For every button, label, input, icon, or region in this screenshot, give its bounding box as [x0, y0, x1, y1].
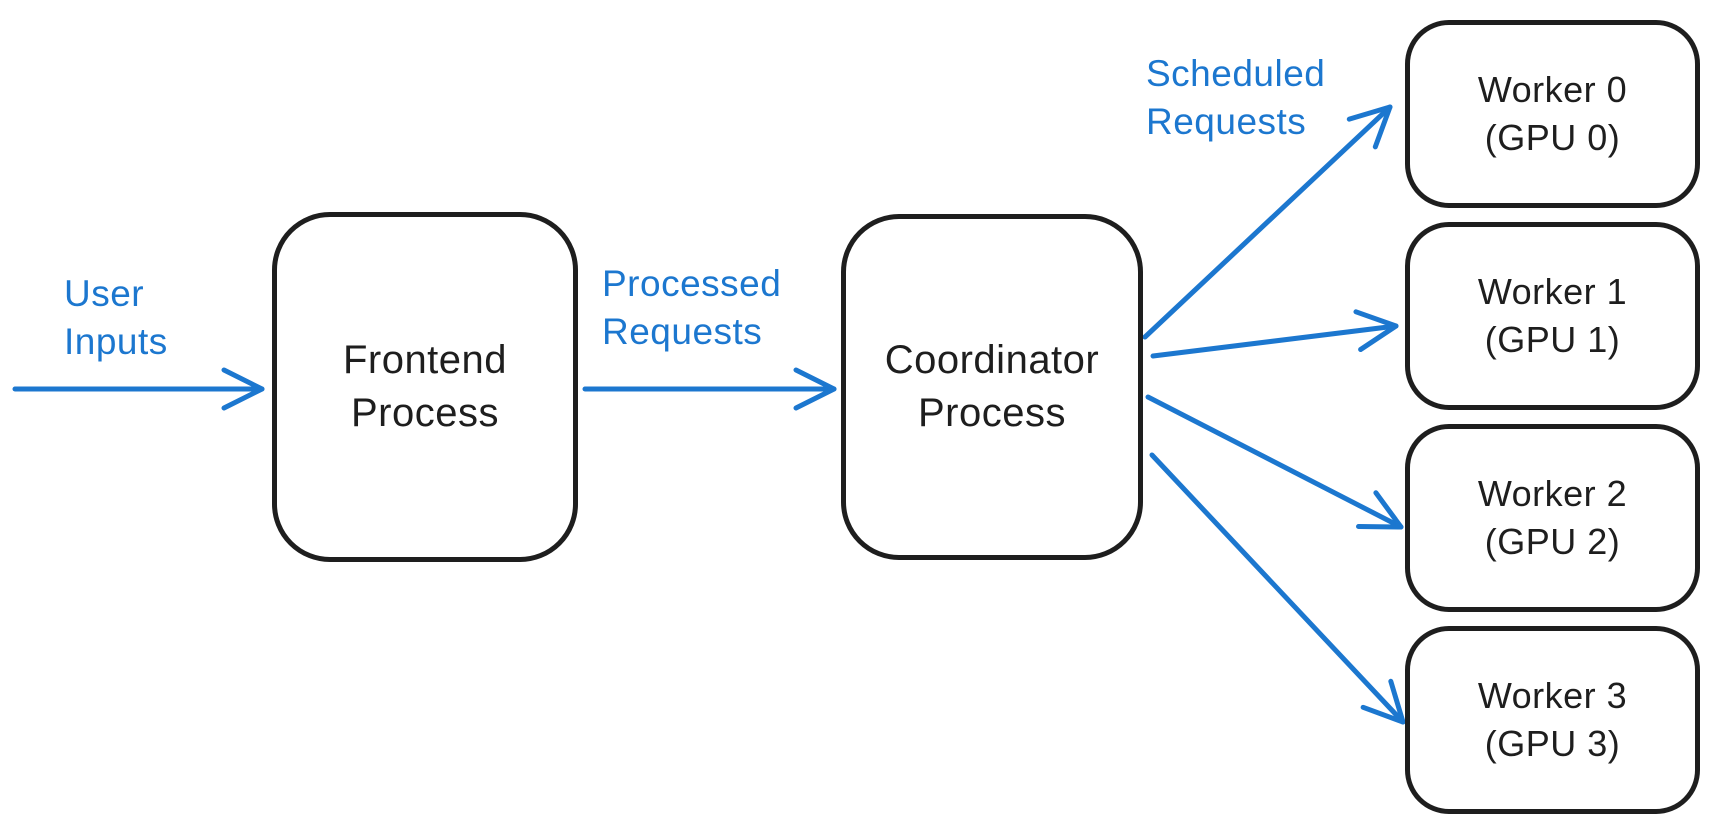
node-label-line: (GPU 2): [1484, 521, 1621, 562]
node-label-line: (GPU 1): [1484, 319, 1621, 360]
node-label-line: Frontend: [342, 338, 508, 383]
node-worker-0: Worker 0 (GPU 0): [1405, 20, 1700, 208]
label-line: Processed: [602, 263, 782, 304]
label-line: User: [64, 273, 145, 314]
arrow-coordinator-to-worker-1: [1150, 309, 1399, 359]
label-line: Requests: [1146, 101, 1307, 143]
label-line: Inputs: [64, 321, 168, 363]
arrows-group: [12, 104, 1406, 725]
arrow-coordinator-to-worker-0: [1142, 104, 1393, 340]
arrow-coordinator-to-worker-2: [1145, 394, 1404, 530]
node-label-line: (GPU 0): [1484, 117, 1621, 158]
node-label-line: Worker 0: [1477, 69, 1628, 111]
node-label-line: Coordinator: [884, 338, 1100, 383]
node-label-line: Process: [351, 391, 499, 435]
node-label-line: Worker 1: [1477, 271, 1628, 313]
label-line: Requests: [602, 311, 763, 353]
node-label-line: Worker 3: [1477, 675, 1628, 717]
arrow-coordinator-to-worker-3: [1149, 452, 1406, 725]
node-worker-1: Worker 1 (GPU 1): [1405, 222, 1700, 410]
node-label-line: Worker 2: [1477, 473, 1628, 515]
node-label-line: Process: [918, 391, 1066, 435]
node-label-line: (GPU 3): [1484, 723, 1621, 764]
node-worker-3: Worker 3 (GPU 3): [1405, 626, 1700, 814]
node-worker-2: Worker 2 (GPU 2): [1405, 424, 1700, 612]
label-line: Scheduled: [1146, 53, 1326, 94]
